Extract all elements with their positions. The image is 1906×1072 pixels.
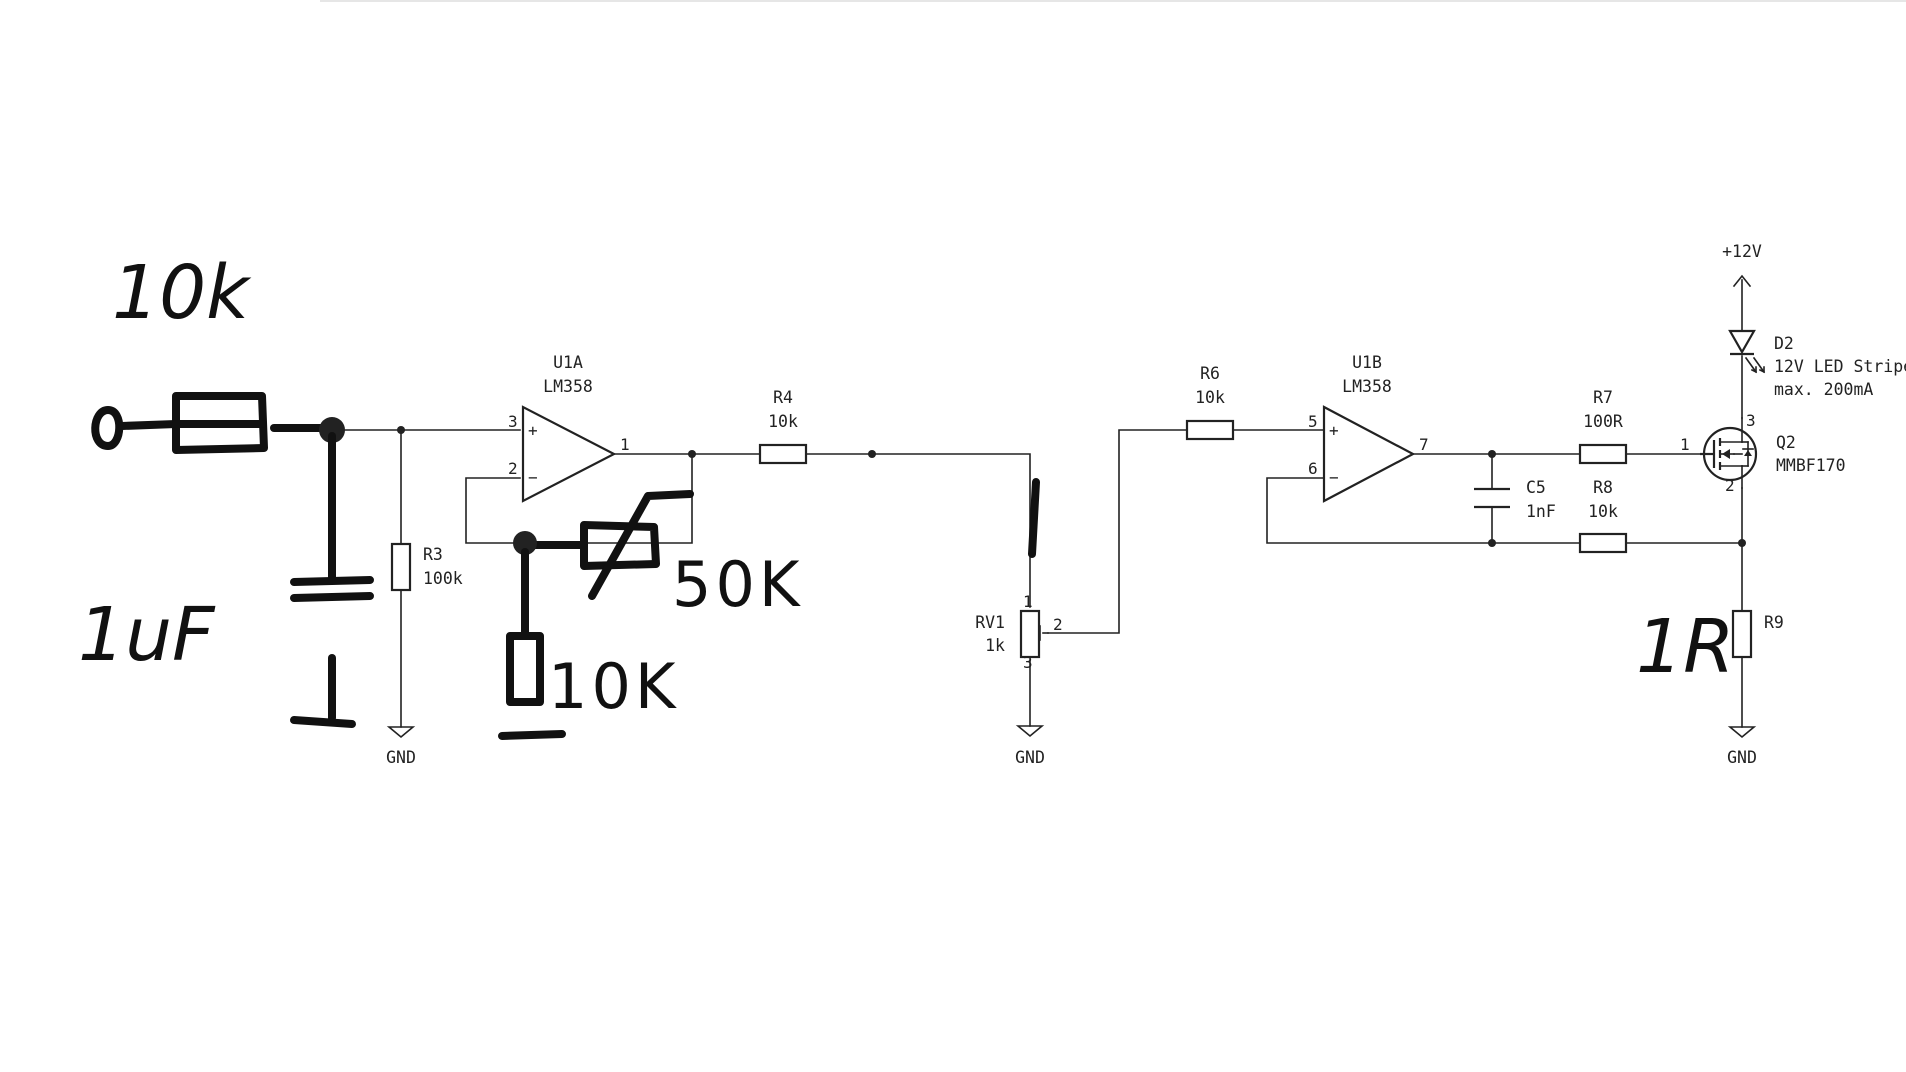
resistor-r4: R4 10k bbox=[758, 388, 808, 465]
hand-junction-dot bbox=[319, 417, 345, 443]
d2-line2: max. 200mA bbox=[1774, 380, 1873, 399]
handwritten-overlay: 1R 10k 1uF 50K 10K bbox=[78, 250, 1735, 740]
u1a-pin-plus: 3 bbox=[508, 412, 518, 431]
gnd2-label: GND bbox=[1015, 748, 1045, 767]
resistor-r8: R8 10k bbox=[1578, 478, 1628, 554]
r9-ref: R9 bbox=[1764, 613, 1784, 632]
opamp-u1b: + − 5 6 7 U1B LM358 bbox=[1308, 353, 1429, 503]
hand-cap-plate-top bbox=[290, 576, 374, 586]
rv1-pin2: 2 bbox=[1053, 615, 1063, 634]
u1b-plus-sign: + bbox=[1329, 421, 1339, 440]
junction-dot bbox=[688, 450, 696, 458]
u1a-pin-minus: 2 bbox=[508, 459, 518, 478]
hand-lower-ground bbox=[498, 730, 566, 740]
vcc-symbol: +12V bbox=[1722, 242, 1762, 288]
led-d2: D2 12V LED Stripe max. 200mA bbox=[1728, 329, 1906, 399]
q2-pin-drain: 3 bbox=[1746, 411, 1756, 430]
d2-line1: 12V LED Stripe bbox=[1774, 357, 1906, 376]
u1a-ref: U1A bbox=[553, 353, 583, 372]
junctions bbox=[397, 426, 1746, 547]
gnd-symbol-3: GND bbox=[1727, 726, 1757, 767]
rv1-pin3: 3 bbox=[1023, 653, 1033, 672]
r4-ref: R4 bbox=[773, 388, 793, 407]
junction-dot bbox=[1488, 450, 1496, 458]
hand-input-cap-value: 1uF bbox=[78, 592, 216, 678]
hand-pot-arrow bbox=[588, 490, 694, 600]
q2-ref: Q2 bbox=[1776, 433, 1796, 452]
c5-value: 1nF bbox=[1526, 502, 1556, 521]
u1a-plus-sign: + bbox=[528, 421, 538, 440]
hand-lower-resistor bbox=[506, 632, 544, 706]
hand-input-resistor-value: 10k bbox=[112, 250, 252, 336]
hand-input-wire bbox=[118, 420, 180, 430]
junction-dot bbox=[1738, 539, 1746, 547]
q2-pin-gate: 1 bbox=[1680, 435, 1690, 454]
rv1-value: 1k bbox=[985, 636, 1005, 655]
u1a-minus-sign: − bbox=[528, 468, 538, 487]
resistor-r7: R7 100R bbox=[1578, 388, 1628, 465]
d2-ref: D2 bbox=[1774, 334, 1794, 353]
rv1-ref: RV1 bbox=[975, 613, 1005, 632]
resistor-r6: R6 10k bbox=[1185, 364, 1235, 441]
hand-pot-node bbox=[513, 531, 537, 555]
gnd-symbol-2: GND bbox=[1015, 725, 1045, 767]
r7-ref: R7 bbox=[1593, 388, 1613, 407]
u1b-pin-out: 7 bbox=[1419, 435, 1429, 454]
q2-pin-source: 2 bbox=[1725, 476, 1735, 495]
hand-pot-value: 50K bbox=[672, 548, 804, 621]
r4-value: 10k bbox=[768, 412, 798, 431]
hand-lower-value: 10K bbox=[548, 650, 680, 723]
gnd1-label: GND bbox=[386, 748, 416, 767]
u1b-value: LM358 bbox=[1342, 377, 1392, 396]
r8-ref: R8 bbox=[1593, 478, 1613, 497]
capacitor-c5: C5 1nF bbox=[1474, 478, 1556, 521]
hand-cap-ground bbox=[290, 716, 356, 728]
gnd-symbol-1: GND bbox=[386, 726, 416, 767]
hand-cap-plate-bottom bbox=[290, 592, 374, 602]
gnd3-label: GND bbox=[1727, 748, 1757, 767]
junction-dot bbox=[1488, 539, 1496, 547]
u1b-pin-minus: 6 bbox=[1308, 459, 1318, 478]
r6-ref: R6 bbox=[1200, 364, 1220, 383]
r7-value: 100R bbox=[1583, 412, 1623, 431]
opamp-u1a: + − 3 2 1 U1A LM358 bbox=[508, 353, 630, 503]
rv1-pin1: 1 bbox=[1023, 592, 1033, 611]
mosfet-q2: 1 3 2 Q2 MMBF170 bbox=[1680, 411, 1846, 495]
resistor-r3: R3 100k bbox=[390, 542, 463, 592]
q2-value: MMBF170 bbox=[1776, 456, 1846, 475]
u1a-pin-out: 1 bbox=[620, 435, 630, 454]
r3-value: 100k bbox=[423, 569, 463, 588]
wires bbox=[329, 279, 1743, 728]
u1b-pin-plus: 5 bbox=[1308, 412, 1318, 431]
u1b-ref: U1B bbox=[1352, 353, 1382, 372]
potentiometer-rv1: 1 3 2 RV1 1k bbox=[975, 592, 1062, 672]
junction-dot bbox=[868, 450, 876, 458]
hand-input-terminal bbox=[91, 406, 124, 450]
u1a-value: LM358 bbox=[543, 377, 593, 396]
hand-input-resistor bbox=[172, 392, 268, 454]
resistor-r9: R9 bbox=[1731, 609, 1784, 659]
junction-dot bbox=[397, 426, 405, 434]
hand-rv1-tick bbox=[1028, 478, 1040, 558]
r8-value: 10k bbox=[1588, 502, 1618, 521]
hand-r9-value: 1R bbox=[1636, 604, 1735, 690]
r6-value: 10k bbox=[1195, 388, 1225, 407]
c5-ref: C5 bbox=[1526, 478, 1546, 497]
r3-ref: R3 bbox=[423, 545, 443, 564]
u1b-minus-sign: − bbox=[1329, 468, 1339, 487]
vcc-label: +12V bbox=[1722, 242, 1762, 261]
